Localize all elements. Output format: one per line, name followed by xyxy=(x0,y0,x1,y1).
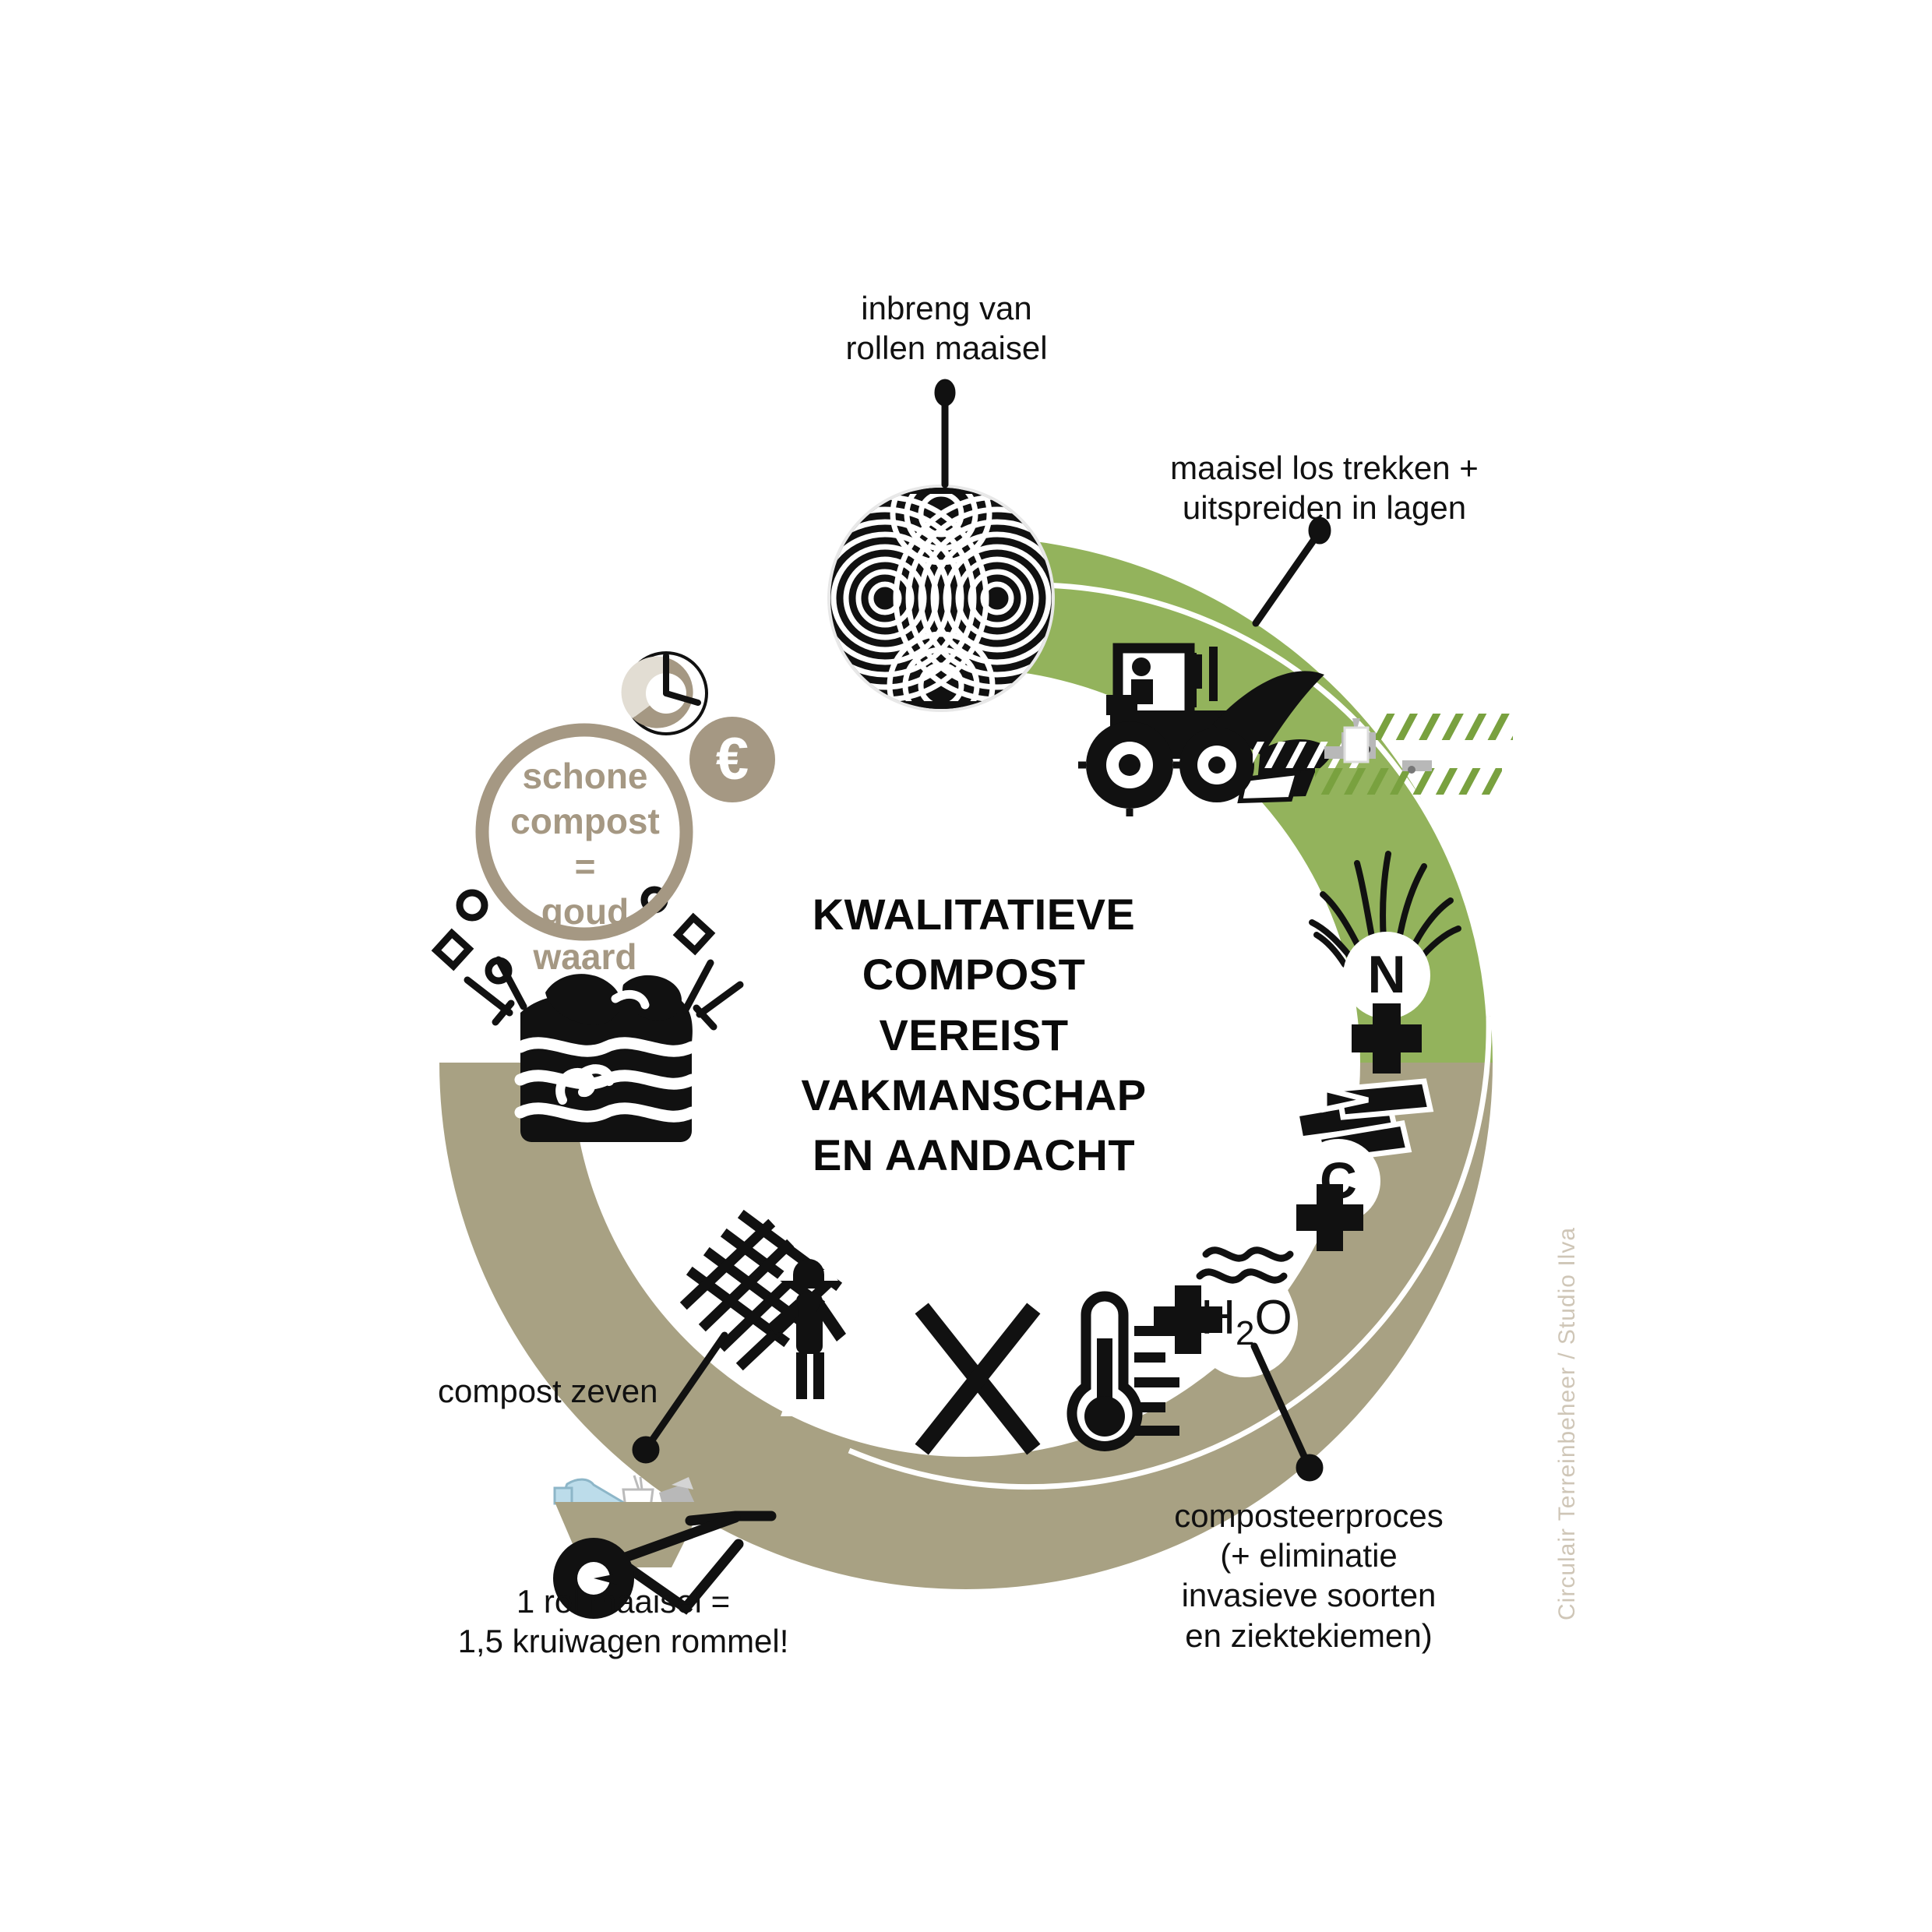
callout-inbreng-van-rollen-maaisel: inbreng van rollen maaisel xyxy=(845,290,1048,367)
callout-compost-zeven: compost zeven xyxy=(438,1373,658,1409)
center-headline-line-3: VEREIST VAKMANSCHAP xyxy=(801,1010,1147,1119)
leader-dot-compost-zeven xyxy=(632,1436,660,1464)
water-waves-icon xyxy=(1196,1246,1294,1284)
cross-out-icon xyxy=(915,1303,1041,1455)
value-circle-line-4: goud xyxy=(541,890,629,932)
value-circle-line-2: compost xyxy=(510,800,660,841)
nitrogen-badge xyxy=(1343,932,1430,1019)
wheelbarrow-waste-icon xyxy=(553,1475,777,1619)
sparkle-burst-icon xyxy=(431,886,744,1031)
leader-dot-inbreng xyxy=(934,379,956,407)
nitrogen-label: N xyxy=(1367,945,1405,1004)
leader-composteerproces xyxy=(1250,1342,1311,1467)
hay-bale-roll-icon xyxy=(827,485,1055,712)
thermometer-icon xyxy=(1066,1291,1179,1451)
plus-sign-nitrogen xyxy=(1352,1003,1422,1074)
clock-icon xyxy=(621,651,708,735)
ring-khaki-segment xyxy=(439,1063,1493,1589)
ring-marker-carbon: C xyxy=(1292,1078,1434,1251)
plus-sign-water xyxy=(1154,1285,1222,1354)
value-circle-text: schone compost = goud waard xyxy=(483,754,687,980)
value-circle-line-1: schone xyxy=(522,756,648,796)
leader-maaisel xyxy=(1252,532,1320,627)
tractor-loader-icon xyxy=(1078,643,1334,816)
branches-icon xyxy=(1292,1078,1434,1164)
callout-leaders xyxy=(632,379,1331,1482)
euro-symbol: € xyxy=(716,726,749,792)
center-headline-line-1: KWALITATIEVE xyxy=(812,890,1136,939)
water-drop-icon xyxy=(1192,1223,1298,1377)
leader-dot-maaisel xyxy=(1308,516,1331,545)
callout-1-rol-maaisel: 1 rol maaisel = 1,5 kruiwagen rommel! xyxy=(457,1583,789,1660)
no-invasive-plant-icon xyxy=(915,1303,1045,1455)
value-circle-line-3: = xyxy=(574,845,596,887)
leader-dot-composteerproces xyxy=(1296,1454,1324,1482)
plus-sign-carbon xyxy=(1296,1184,1363,1251)
value-circle-outline xyxy=(475,723,693,941)
credit-text: Circulair Terreinbeheer / Studio Ilva xyxy=(1554,1226,1580,1620)
center-headline-line-4: EN AANDACHT xyxy=(812,1130,1136,1180)
center-headline: KWALITATIEVE COMPOST VEREIST VAKMANSCHAP… xyxy=(701,884,1246,1185)
thermometer-scale-icon xyxy=(1134,1326,1179,1436)
callout-composteerproces: composteerproces (+ eliminatie invasieve… xyxy=(1174,1497,1444,1654)
callout-maaisel-los-trekken: maaisel los trekken + uitspreiden in lag… xyxy=(1170,450,1479,527)
ring-marker-water: H2O xyxy=(1154,1223,1298,1377)
worker-figure-icon xyxy=(768,1259,846,1416)
center-headline-line-2: COMPOST xyxy=(862,950,1086,999)
spread-grass-rows xyxy=(1253,714,1513,795)
ring-marker-nitrogen: N xyxy=(1309,851,1461,1074)
value-circle-line-5: waard xyxy=(533,936,637,977)
euro-coin-icon xyxy=(689,717,775,802)
leader-compost-zeven xyxy=(644,1331,728,1450)
compost-heap-icon xyxy=(514,974,698,1142)
